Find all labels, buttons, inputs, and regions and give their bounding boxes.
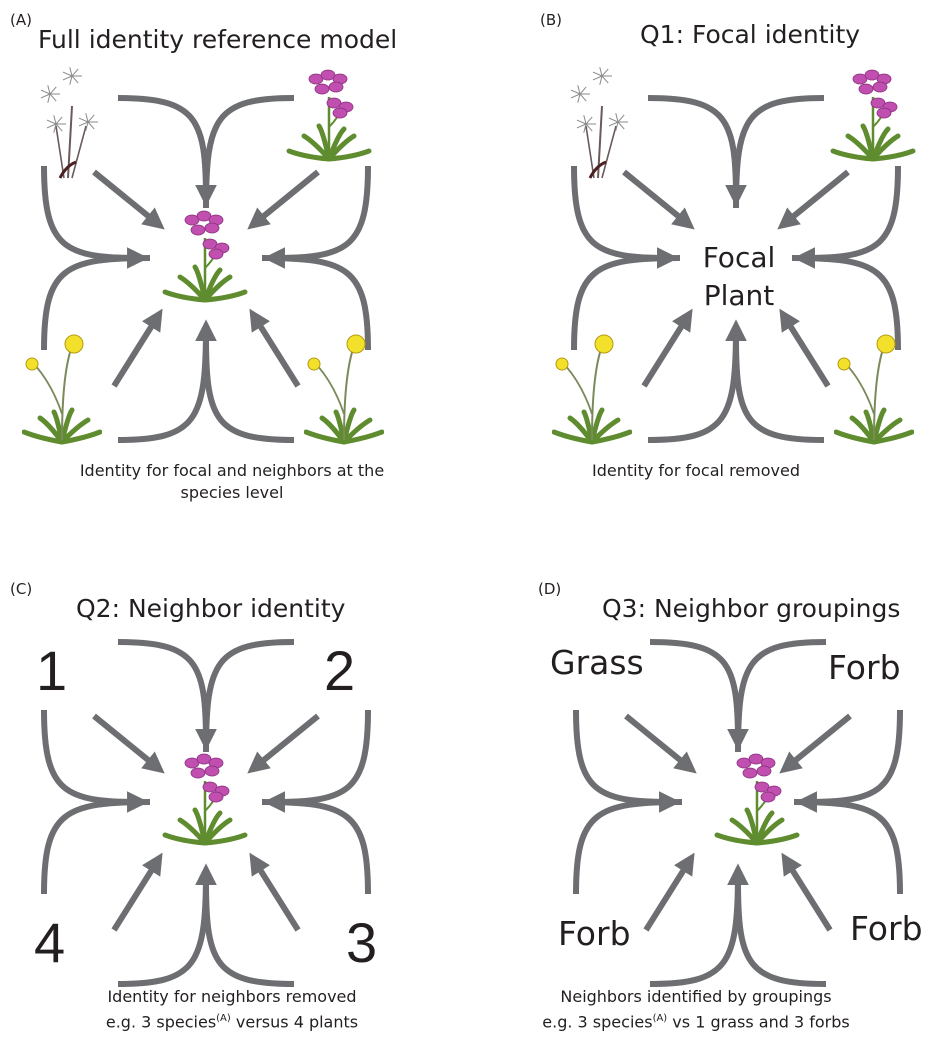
arrow (784, 172, 848, 224)
panel-label: (D) (538, 582, 561, 597)
arrow (650, 642, 738, 742)
caption-line-1: Identity for focal removed (464, 460, 928, 482)
caption-text: e.g. 3 species (542, 1012, 652, 1031)
caption: Identity for neighbors removed e.g. 3 sp… (0, 986, 464, 1033)
neighbor-yellow-flower-icon (22, 334, 102, 450)
focal-plant-pink-icon (160, 208, 250, 308)
panel-title: Q3: Neighbor groupings (602, 596, 900, 621)
panel-label: (A) (10, 13, 32, 28)
caption: Neighbors identified by groupings e.g. 3… (464, 986, 928, 1033)
grass-shape (36, 66, 106, 182)
arrow-stroke (262, 802, 368, 894)
flower-shape (304, 334, 384, 446)
arrow-stroke (738, 642, 826, 752)
caption-line-1: Identity for neighbors removed (0, 986, 464, 1008)
arrow-stroke (206, 642, 294, 752)
arrow (118, 872, 206, 984)
group-label-forb: Forb (558, 917, 631, 950)
arrow (648, 328, 736, 440)
caption-line-2: e.g. 3 species(A) vs 1 grass and 3 forbs (464, 1008, 928, 1033)
neighbor-yellow-flower-icon (834, 334, 914, 450)
arrow (114, 860, 158, 930)
neighbor-yellow-flower-icon (304, 334, 384, 450)
focal-plant-pink-icon (712, 751, 802, 851)
focal-line-2: Plant (669, 277, 809, 315)
neighbor-number-2: 2 (324, 643, 355, 699)
arrow (254, 172, 318, 224)
neighbor-number-4: 4 (34, 915, 65, 971)
panel-label: (B) (540, 13, 562, 28)
arrow (272, 710, 368, 802)
panel-label: (C) (10, 582, 32, 597)
arrow-stroke (44, 802, 150, 894)
neighbor-number-1: 1 (36, 643, 67, 699)
neighbor-grass-icon (36, 66, 106, 186)
group-label-forb: Forb (828, 651, 901, 684)
panel-a: (A) Full identity reference model Identi… (0, 0, 464, 519)
focal-line-1: Focal (669, 239, 809, 277)
caption-text: versus 4 plants (231, 1012, 358, 1031)
arrow-stroke (206, 98, 294, 208)
arrow (118, 328, 206, 440)
flower-shape (284, 67, 374, 163)
flower-shape (834, 334, 914, 446)
caption-line-1: Identity for focal and neighbors at the (0, 460, 464, 482)
caption-line-2: e.g. 3 species(A) versus 4 plants (0, 1008, 464, 1033)
arrow (784, 316, 828, 386)
arrow (94, 716, 158, 768)
grass-shape (566, 66, 636, 182)
caption: Identity for focal and neighbors at the … (0, 460, 464, 504)
panel-c: (C) Q2: Neighbor identity 1 2 3 4 Identi… (0, 519, 464, 1038)
arrow (272, 166, 368, 258)
arrow (802, 166, 898, 258)
focal-plant-pink-icon (160, 751, 250, 851)
arrow (254, 316, 298, 386)
flower-shape (552, 334, 632, 446)
flower-shape (712, 751, 802, 847)
focal-plant-label: Focal Plant (669, 239, 809, 315)
flower-shape (160, 208, 250, 304)
arrow-stroke (576, 802, 682, 894)
caption-line-1: Neighbors identified by groupings (464, 986, 928, 1008)
neighbor-yellow-flower-icon (552, 334, 632, 450)
caption-line-2: species level (0, 482, 464, 504)
caption-superscript: (A) (653, 1013, 668, 1024)
caption: Identity for focal removed (464, 460, 928, 482)
arrow (646, 860, 690, 930)
arrow (44, 710, 140, 802)
neighbor-pink-flower-icon (284, 67, 374, 167)
panel-d: (D) Q3: Neighbor groupings Grass Forb Fo… (464, 519, 928, 1038)
group-label-forb: Forb (850, 912, 923, 945)
arrow (786, 860, 830, 930)
arrow (644, 316, 688, 386)
group-label-grass: Grass (550, 646, 644, 679)
arrow (254, 716, 318, 768)
arrow (118, 642, 206, 742)
arrow (804, 710, 900, 802)
arrow (114, 316, 158, 386)
arrow (626, 716, 690, 768)
flower-shape (828, 67, 918, 163)
arrow (254, 860, 298, 930)
arrow (648, 98, 736, 198)
neighbor-pink-flower-icon (828, 67, 918, 167)
panel-title: Full identity reference model (38, 27, 397, 52)
arrow-stroke (736, 98, 824, 208)
panel-b: (B) Q1: Focal identity Focal Plant Ident… (464, 0, 928, 519)
neighbor-grass-icon (566, 66, 636, 186)
arrow-stroke (794, 802, 900, 894)
neighbor-number-3: 3 (346, 915, 377, 971)
flower-shape (160, 751, 250, 847)
arrow (650, 872, 738, 984)
arrow (576, 710, 672, 802)
caption-superscript: (A) (216, 1013, 231, 1024)
panel-title: Q1: Focal identity (640, 22, 860, 47)
arrow (118, 98, 206, 198)
panel-title: Q2: Neighbor identity (76, 596, 345, 621)
caption-text: vs 1 grass and 3 forbs (667, 1012, 849, 1031)
flower-shape (22, 334, 102, 446)
caption-text: e.g. 3 species (106, 1012, 216, 1031)
